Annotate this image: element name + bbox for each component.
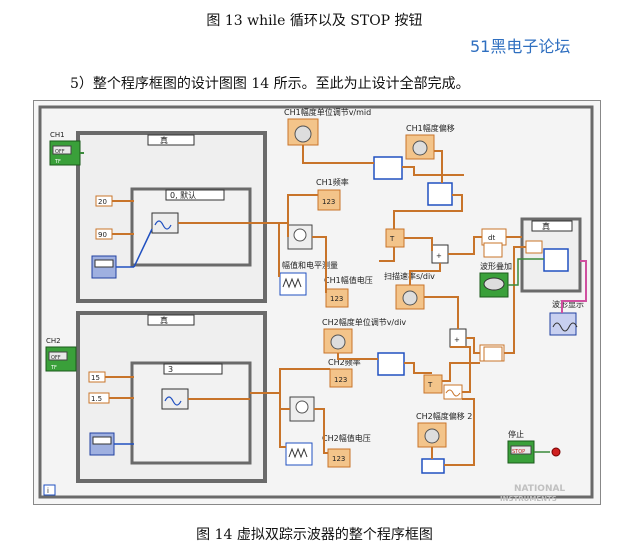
ch1-offset-array [427, 182, 453, 206]
ch2-bool-label: TF [50, 365, 57, 371]
ch2-offset-array [421, 458, 445, 474]
ch2-switch-face [48, 351, 68, 361]
ch1-measure-label: 幅值和电平测量 [282, 260, 338, 270]
ch1-dt-label: dt [488, 234, 495, 242]
ch2-case-selector[interactable] [147, 314, 195, 326]
site-watermark: 51黑电子论坛 [470, 37, 571, 56]
block-diagram: i 真 0, 默认 CH1 OFF TF 20 90 [33, 100, 601, 505]
ch2-wave-build-2 [483, 346, 503, 362]
ch1-measure-express [279, 272, 307, 296]
ch1-freq-indicator [317, 189, 341, 211]
ch1-peak-label: CH1幅值电压 [324, 275, 373, 285]
ch2-freq-label: CH2频率 [328, 357, 361, 367]
svg-text:+: + [436, 252, 442, 260]
wave-add-label: 波形叠加 [480, 261, 512, 271]
ni-watermark-2: INSTRUMENTS [500, 495, 557, 503]
figure-14-caption: 图 14 虚拟双踪示波器的整个程序框图 [196, 527, 433, 543]
ch1-freq-label: CH1频率 [316, 177, 349, 187]
figure-13-caption: 图 13 while 循环以及 STOP 按钮 [206, 13, 423, 29]
ni-watermark-1: NATIONAL [514, 484, 565, 494]
ch2-inner-case-label: 3 [168, 365, 173, 374]
ch2-freq-value: 123 [334, 376, 347, 384]
loop-condition-icon [551, 447, 561, 457]
ch2-peak-indicator [327, 448, 351, 468]
ch2-const-2-value: 1.5 [91, 395, 102, 403]
ch2-inner-case [130, 361, 252, 465]
ch1-peak-value: 123 [330, 295, 343, 303]
ch1-bool-label: TF [54, 159, 61, 165]
ch1-switch-face [52, 145, 72, 155]
svg-text:T: T [389, 235, 395, 243]
ch1-const-2-value: 90 [98, 231, 107, 239]
ch1-peak-indicator [325, 288, 349, 308]
ch2-peak-label: CH2幅值电压 [322, 433, 371, 443]
ch2-const-1-value: 15 [91, 374, 100, 382]
ch1-label: CH1 [50, 131, 65, 139]
ch2-measure-express [285, 442, 313, 466]
ch2-timing-node [423, 374, 443, 394]
ch2-label: CH2 [46, 337, 61, 345]
ch2-amp-array [377, 352, 405, 376]
display-case-selector[interactable] [531, 220, 573, 232]
ch2-case-selector-label: 真 [160, 315, 168, 325]
paragraph-step-5: 5）整个程序框图的设计图图 14 所示。至此为止设计全部完成。 [70, 76, 470, 92]
ch2-offset-label: CH2幅度偏移 2 [416, 411, 472, 421]
ch2-switch-label: OFF [51, 355, 61, 361]
ch1-amp-array [373, 156, 403, 180]
ch2-amp-label: CH2幅度单位调节v/div [322, 317, 406, 327]
loop-iteration-icon [43, 484, 56, 496]
ch2-peak-value: 123 [332, 455, 345, 463]
ch1-inner-case-selector[interactable] [165, 189, 225, 201]
ch1-amp-label: CH1幅度单位调节v/mid [284, 107, 371, 117]
ch2-freq-indicator [329, 368, 353, 388]
ch1-switch-label: OFF [55, 149, 65, 155]
wave-display-label: 波形显示 [552, 299, 584, 309]
stop-label: 停止 [508, 429, 524, 439]
svg-text:T: T [427, 381, 433, 389]
loop-iteration-label: i [47, 487, 49, 495]
display-case-label: 真 [542, 221, 550, 231]
display-build-array [543, 248, 569, 272]
ch1-offset-label: CH1幅度偏移 [406, 123, 455, 133]
ch1-const-1-value: 20 [98, 198, 107, 206]
ch1-freq-value: 123 [322, 198, 335, 206]
ch1-timing-node [385, 228, 405, 248]
ch1-wave-build [483, 242, 503, 258]
block-diagram-canvas: i 真 0, 默认 CH1 OFF TF 20 90 [38, 105, 594, 503]
wave-display-graph [549, 312, 577, 336]
stop-button-label: STOP [512, 449, 525, 455]
ch2-inner-case-selector[interactable] [163, 363, 223, 375]
ch1-case-selector-label: 真 [160, 135, 168, 145]
svg-text:+: + [454, 336, 460, 344]
ch1-inner-case-label: 0, 默认 [170, 190, 196, 200]
ch1-case-selector[interactable] [147, 134, 195, 146]
